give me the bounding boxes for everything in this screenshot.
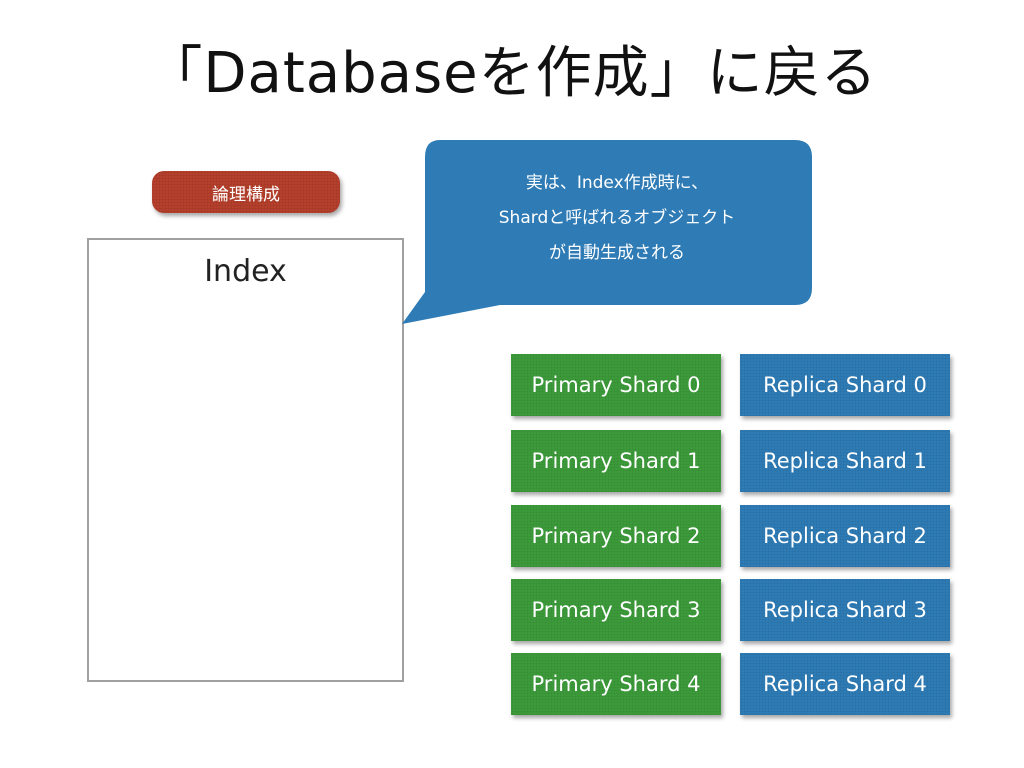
primary-shard-3: Primary Shard 3 (511, 579, 721, 641)
index-box: Index (87, 238, 404, 682)
replica-shard-1: Replica Shard 1 (740, 430, 950, 492)
primary-shard-0: Primary Shard 0 (511, 354, 721, 416)
primary-shard-4: Primary Shard 4 (511, 653, 721, 715)
callout-line-2: Shardと呼ばれるオブジェクト (498, 208, 736, 228)
primary-shard-1: Primary Shard 1 (511, 430, 721, 492)
replica-shard-3: Replica Shard 3 (740, 579, 950, 641)
callout-line-3: が自動生成される (549, 243, 685, 263)
primary-shard-2: Primary Shard 2 (511, 505, 721, 567)
replica-shard-2: Replica Shard 2 (740, 505, 950, 567)
slide-title: 「Databaseを作成」に戻る (146, 41, 878, 106)
logical-structure-badge: 論理構成 (152, 171, 340, 213)
replica-shard-0: Replica Shard 0 (740, 354, 950, 416)
callout-shape (402, 140, 812, 324)
index-label: Index (204, 254, 287, 289)
callout-text: 実は、Index作成時に、 Shardと呼ばれるオブジェクト が自動生成される (422, 166, 812, 271)
replica-shard-4: Replica Shard 4 (740, 653, 950, 715)
callout-line-1: 実は、Index作成時に、 (525, 173, 709, 193)
